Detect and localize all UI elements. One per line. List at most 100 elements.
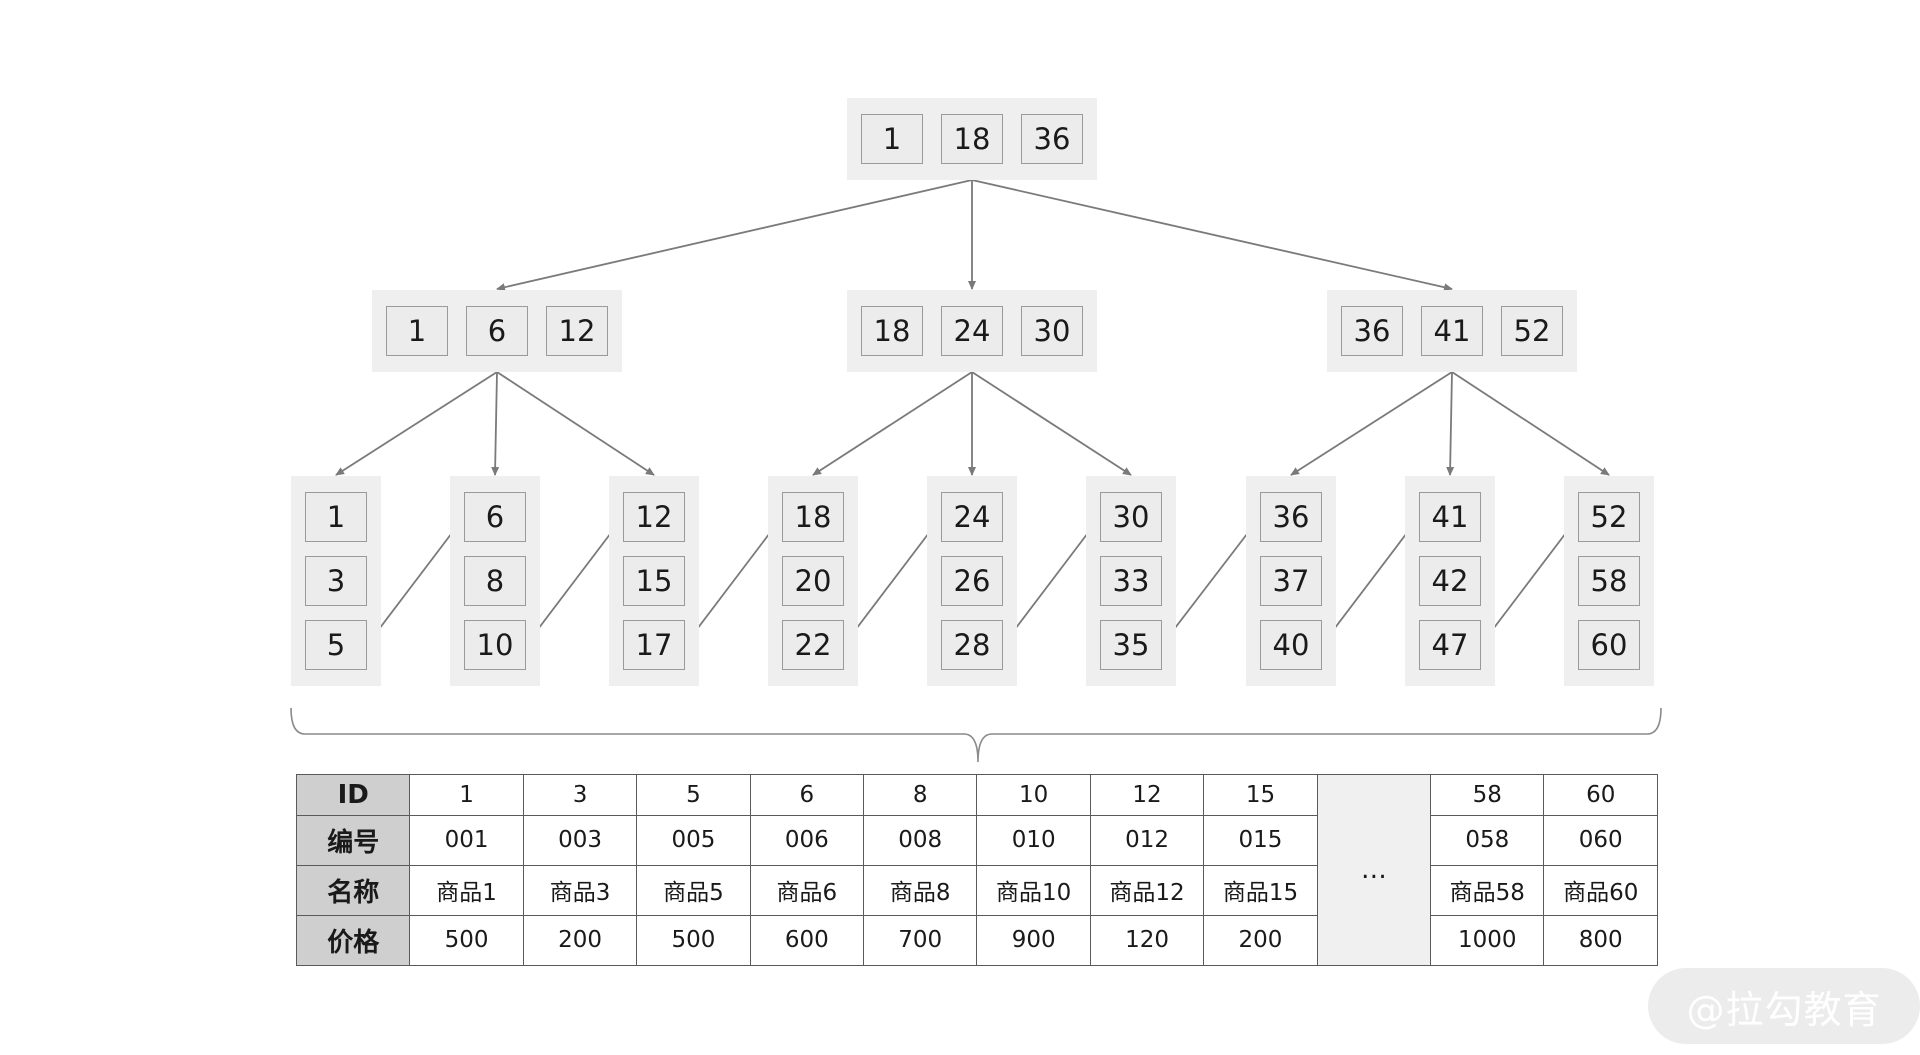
root-node-key: 36 [1021, 114, 1083, 164]
table-cell: 58 [1430, 774, 1545, 816]
leaf-node-key: 35 [1100, 620, 1162, 670]
leaf-node-key: 3 [305, 556, 367, 606]
internal-to-leaf-edge [335, 371, 498, 476]
table-cell: 商品10 [976, 864, 1091, 916]
leaf-node-key: 8 [464, 556, 526, 606]
leaf-node-key: 20 [782, 556, 844, 606]
root-to-internal-edge [496, 179, 973, 292]
table-cell: 5 [636, 774, 751, 816]
leaf-node-key: 22 [782, 620, 844, 670]
table-cell: 8 [863, 774, 978, 816]
table-cell: 700 [863, 914, 978, 967]
table-cell: 060 [1543, 814, 1658, 866]
root-node-key: 1 [861, 114, 923, 164]
internal-node-key: 36 [1341, 306, 1403, 356]
table-cell: 200 [522, 914, 638, 967]
table-cell: 500 [409, 914, 524, 967]
table-cell: 500 [636, 914, 751, 967]
table-cell: 1000 [1430, 914, 1545, 967]
table-cell: 001 [409, 814, 524, 866]
table-cell: 008 [863, 814, 978, 866]
table-cell: 900 [976, 914, 1091, 967]
leaf-node-key: 6 [464, 492, 526, 542]
table-cell: 120 [1089, 914, 1205, 967]
table-cell: 1 [409, 774, 524, 816]
table-cell: 003 [522, 814, 638, 866]
table-cell: 005 [636, 814, 751, 866]
internal-node-key: 24 [941, 306, 1003, 356]
internal-node-key: 6 [466, 306, 528, 356]
internal-node-key: 41 [1421, 306, 1483, 356]
leaf-link-pointer [684, 516, 783, 646]
table-cell: 商品15 [1203, 864, 1318, 916]
internal-node-key: 18 [861, 306, 923, 356]
table-cell: 商品12 [1089, 864, 1205, 916]
table-cell: 012 [1089, 814, 1205, 866]
row-header: 编号 [295, 814, 411, 866]
leaf-node-key: 30 [1100, 492, 1162, 542]
leaf-node-key: 18 [782, 492, 844, 542]
leaf-link-pointer [525, 516, 624, 646]
internal-node-key: 52 [1501, 306, 1563, 356]
table-cell: 商品58 [1430, 864, 1545, 916]
table-cell: 800 [1543, 914, 1658, 967]
table-cell: 商品8 [863, 864, 978, 916]
leaf-node-key: 17 [623, 620, 685, 670]
leaf-node-key: 60 [1578, 620, 1640, 670]
leaf-node-key: 24 [941, 492, 1003, 542]
table-cell: 200 [1203, 914, 1318, 967]
internal-to-leaf-edge [971, 371, 1132, 476]
leaf-node-key: 12 [623, 492, 685, 542]
leaf-node-key: 15 [623, 556, 685, 606]
table-cell: 12 [1089, 774, 1205, 816]
table-cell: 010 [976, 814, 1091, 866]
internal-to-leaf-edge [491, 371, 500, 476]
leaf-node-key: 41 [1419, 492, 1481, 542]
table-cell: 10 [976, 774, 1091, 816]
leaf-node-key: 1 [305, 492, 367, 542]
leaf-node-key: 52 [1578, 492, 1640, 542]
leaf-node-key: 5 [305, 620, 367, 670]
leaf-node-key: 33 [1100, 556, 1162, 606]
internal-node-key: 30 [1021, 306, 1083, 356]
leaf-node-key: 40 [1260, 620, 1322, 670]
leaf-node-key: 36 [1260, 492, 1322, 542]
leaf-node-key: 42 [1419, 556, 1481, 606]
table-cell: 60 [1543, 774, 1658, 816]
row-header: ID [295, 774, 411, 816]
table-cell: 006 [749, 814, 865, 866]
root-node-key: 18 [941, 114, 1003, 164]
watermark-text: @拉勾教育 [1686, 987, 1882, 1032]
row-header: 名称 [295, 864, 411, 916]
internal-to-leaf-edge [1451, 371, 1610, 476]
table-cell: 商品5 [636, 864, 751, 916]
internal-node-key: 1 [386, 306, 448, 356]
row-header: 价格 [295, 914, 411, 967]
leaf-node-key: 47 [1419, 620, 1481, 670]
table-cell: 058 [1430, 814, 1545, 866]
table-cell: 6 [749, 774, 865, 816]
internal-node-key: 12 [546, 306, 608, 356]
leaf-link-pointer [1161, 516, 1261, 646]
leaf-link-pointer [843, 516, 942, 646]
leaf-node-key: 10 [464, 620, 526, 670]
table-cell: 3 [522, 774, 638, 816]
leaf-link-pointer [1002, 516, 1101, 646]
ellipsis-cell: … [1316, 774, 1432, 966]
internal-to-leaf-edge [812, 371, 973, 476]
leaf-link-pointer [1480, 516, 1579, 646]
leaf-level-brace [290, 707, 1662, 763]
internal-to-leaf-edge [496, 371, 655, 476]
table-cell: 600 [749, 914, 865, 967]
internal-to-leaf-edge [1290, 371, 1453, 476]
leaf-node-key: 28 [941, 620, 1003, 670]
leaf-link-pointer [366, 516, 465, 646]
table-cell: 015 [1203, 814, 1318, 866]
table-cell: 商品3 [522, 864, 638, 916]
